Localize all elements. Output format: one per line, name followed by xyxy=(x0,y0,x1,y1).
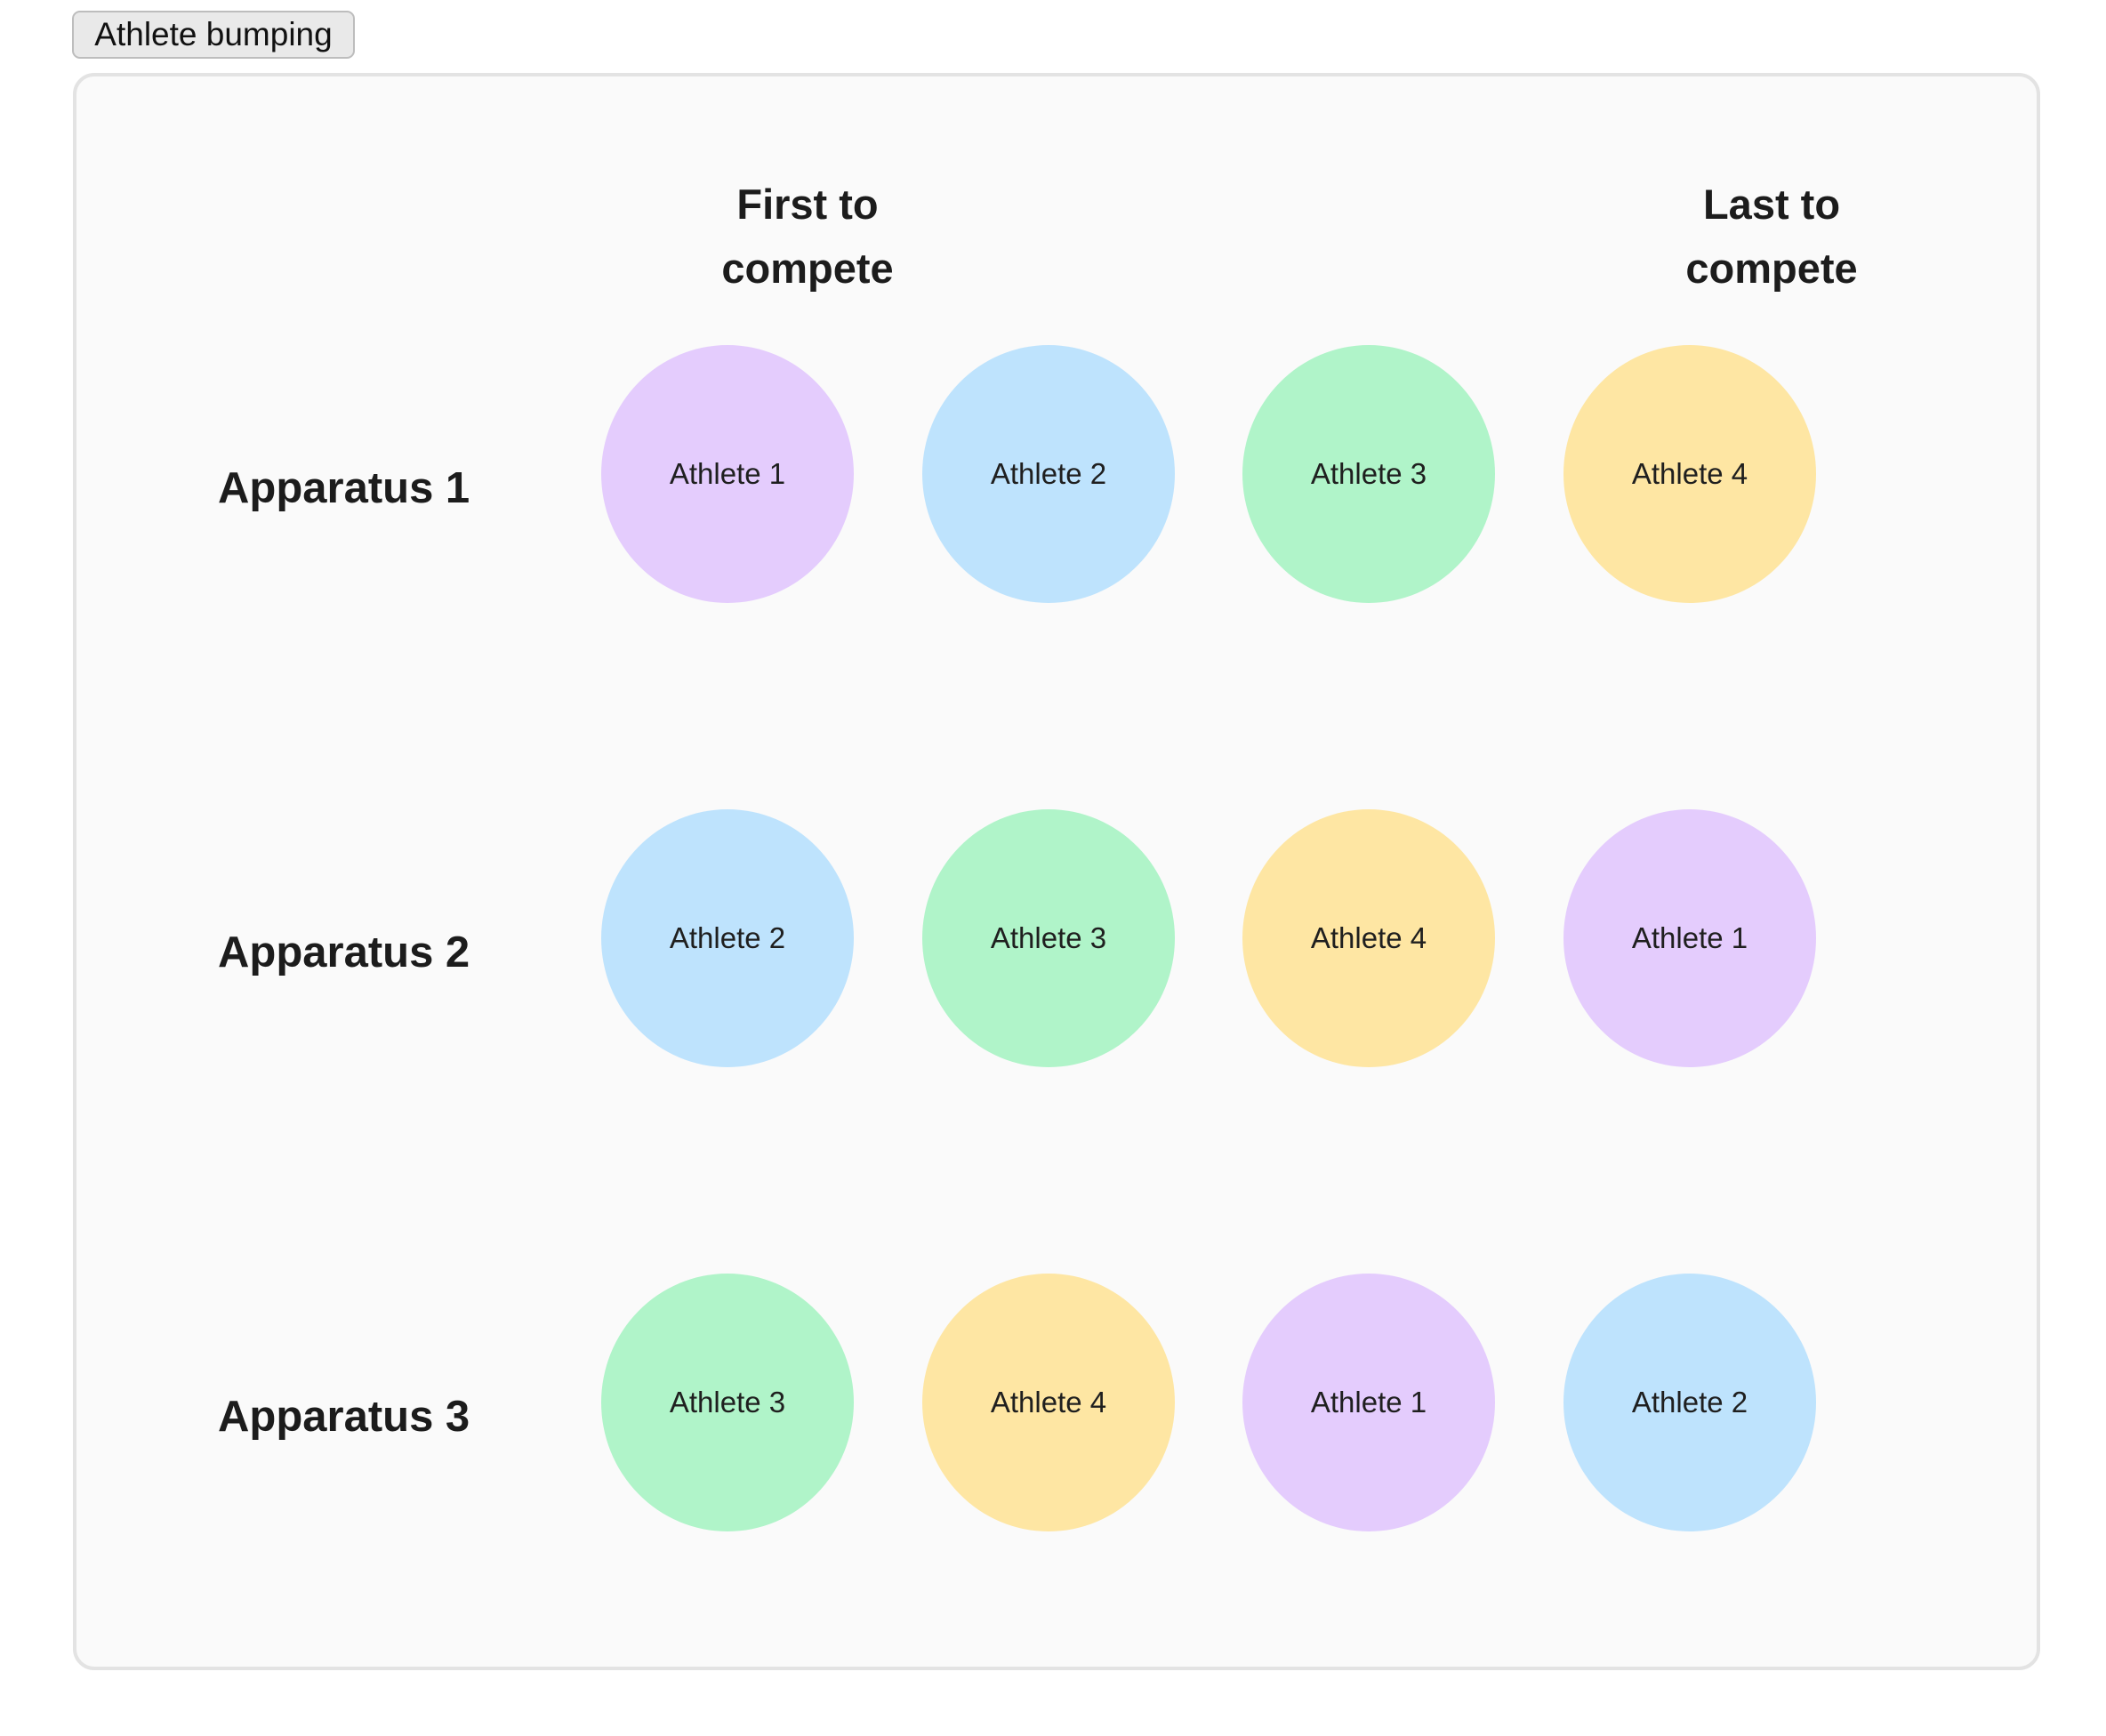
row-label-apparatus-1: Apparatus 1 xyxy=(218,464,470,512)
athlete-circle[interactable]: Athlete 2 xyxy=(1563,1274,1816,1531)
row-label-apparatus-2: Apparatus 2 xyxy=(218,928,470,976)
row-label-apparatus-3: Apparatus 3 xyxy=(218,1393,470,1441)
last-to-compete-heading: Last to compete xyxy=(1620,173,1923,301)
athlete-circle[interactable]: Athlete 3 xyxy=(1242,345,1495,603)
athlete-circle[interactable]: Athlete 2 xyxy=(922,345,1175,603)
first-heading-line-2: compete xyxy=(721,245,894,292)
athlete-circle[interactable]: Athlete 3 xyxy=(601,1274,854,1531)
last-heading-line-1: Last to xyxy=(1702,181,1841,228)
diagram-panel: First to compete Last to compete Apparat… xyxy=(73,73,2040,1670)
athlete-circle[interactable]: Athlete 1 xyxy=(1563,809,1816,1067)
first-to-compete-heading: First to compete xyxy=(656,173,959,301)
athlete-circle[interactable]: Athlete 4 xyxy=(1242,809,1495,1067)
athlete-circle[interactable]: Athlete 4 xyxy=(922,1274,1175,1531)
athlete-circle[interactable]: Athlete 2 xyxy=(601,809,854,1067)
athlete-circle[interactable]: Athlete 4 xyxy=(1563,345,1816,603)
last-heading-line-2: compete xyxy=(1685,245,1858,292)
athlete-circle[interactable]: Athlete 1 xyxy=(1242,1274,1495,1531)
athlete-circle[interactable]: Athlete 1 xyxy=(601,345,854,603)
athlete-circle[interactable]: Athlete 3 xyxy=(922,809,1175,1067)
athlete-bumping-tab[interactable]: Athlete bumping xyxy=(72,11,355,59)
first-heading-line-1: First to xyxy=(736,181,879,228)
